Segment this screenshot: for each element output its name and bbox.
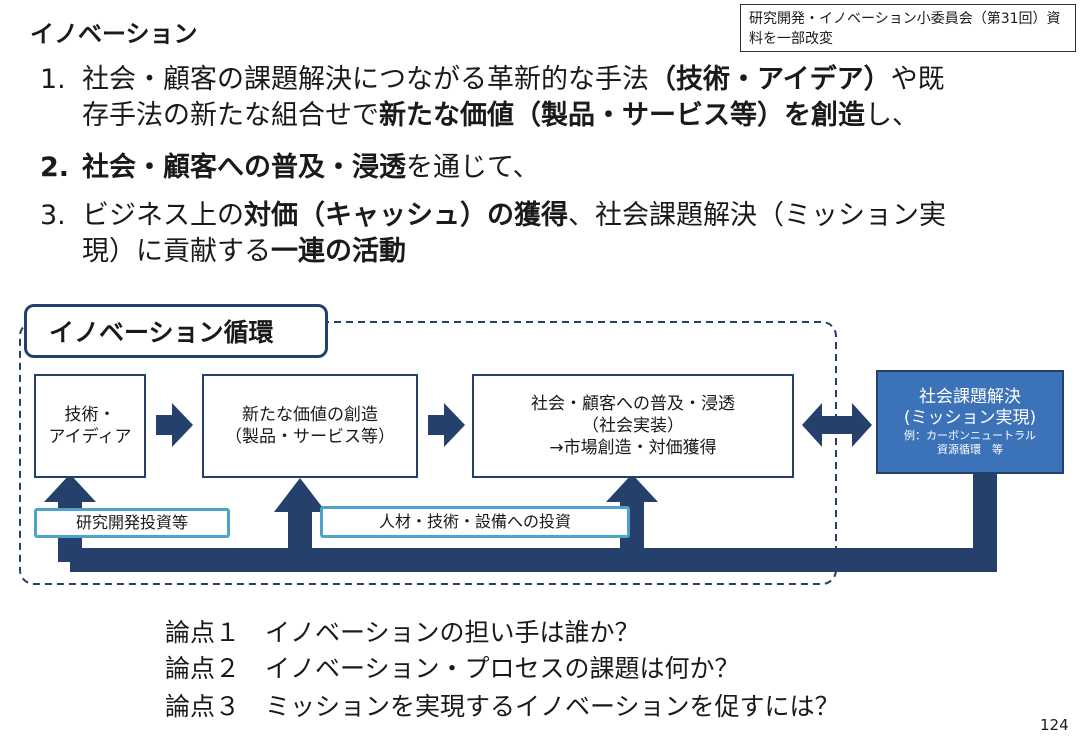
- arrow-up-value-icon: [274, 478, 326, 512]
- point-3-text-e: 一連の活動: [271, 236, 406, 267]
- rd-investment-label: 研究開発投資等: [34, 508, 230, 538]
- page-number: 124: [1040, 716, 1069, 734]
- box-technology-idea-line-2: アイディア: [48, 427, 132, 447]
- point-1-text-b: （技術・アイデア）: [649, 64, 891, 95]
- box-social-issue-solution: 社会課題解決 (ミッション実現) 例：カーボンニュートラル 資源循環 等: [876, 370, 1064, 474]
- point-2-number: 2.: [40, 152, 70, 183]
- arrow-up-tech-icon: [44, 474, 96, 502]
- box-value-creation: 新たな価値の創造 （製品・サービス等）: [202, 374, 418, 478]
- feedback-loop-band: [70, 470, 997, 572]
- feedback-stem-value: [288, 510, 312, 562]
- goal-example-line-2: 資源循環 等: [937, 443, 1003, 456]
- box-social-diffusion-line-2: （社会実装）: [582, 416, 684, 436]
- point-3: 3. ビジネス上の対価（キャッシュ）の獲得、社会課題解決（ミッション実 現）に貢献…: [40, 198, 1060, 270]
- innovation-cycle-label: イノベーション循環: [24, 304, 328, 358]
- box-value-creation-line-1: 新たな価値の創造: [242, 405, 378, 425]
- box-value-creation-line-2: （製品・サービス等）: [225, 427, 395, 447]
- page-title: イノベーション: [30, 20, 198, 48]
- point-3-number: 3.: [40, 200, 66, 231]
- point-1-text-c: や既: [890, 64, 945, 95]
- box-technology-idea-line-1: 技術・: [64, 405, 116, 425]
- point-1-text-e: 新たな価値（製品・サービス等）を創造: [379, 100, 865, 131]
- cycle-dashed-frame: [19, 321, 837, 585]
- point-3-text-a: ビジネス上の: [82, 200, 244, 231]
- issue-2: 論点２ イノベーション・プロセスの課題は何か？: [165, 654, 740, 683]
- point-2: 2. 社会・顧客への普及・浸透を通じて、: [40, 150, 1060, 186]
- goal-example-line-1: 例：カーボンニュートラル: [904, 429, 1036, 442]
- point-1-text-d: 存手法の新たな組合せで: [82, 100, 379, 131]
- source-note: 研究開発・イノベーション小委員会（第31回）資料を一部改変: [740, 4, 1076, 52]
- point-1: 1. 社会・顧客の課題解決につながる革新的な手法（技術・アイデア）や既 存手法の新…: [40, 62, 1060, 134]
- box-social-diffusion: 社会・顧客への普及・浸透 （社会実装） →市場創造・対価獲得: [472, 374, 794, 478]
- issue-3: 論点３ ミッションを実現するイノベーションを促すには？: [165, 692, 840, 721]
- point-2-text-a: 社会・顧客への普及・浸透: [82, 152, 406, 183]
- arrow-right-1-icon: [156, 403, 193, 447]
- box-social-diffusion-line-1: 社会・顧客への普及・浸透: [531, 394, 735, 414]
- point-1-text-a: 社会・顧客の課題解決につながる革新的な手法: [82, 64, 649, 95]
- arrow-right-2-icon: [428, 403, 465, 447]
- point-2-text-b: を通じて、: [406, 152, 540, 183]
- goal-line-2: (ミッション実現): [903, 408, 1037, 428]
- goal-line-1: 社会課題解決: [919, 387, 1021, 407]
- double-arrow-icon: [802, 403, 872, 447]
- point-1-number: 1.: [40, 64, 66, 95]
- box-social-diffusion-line-3: →市場創造・対価獲得: [549, 438, 717, 458]
- point-3-text-c: 、社会課題解決（ミッション実: [568, 200, 946, 231]
- point-1-text-f: し、: [865, 100, 919, 131]
- people-tech-equipment-investment-label: 人材・技術・設備への投資: [320, 506, 630, 538]
- box-technology-idea: 技術・ アイディア: [34, 374, 146, 478]
- issue-1: 論点１ イノベーションの担い手は誰か？: [165, 618, 640, 647]
- point-3-text-d: 現）に貢献する: [82, 236, 271, 267]
- point-3-text-b: 対価（キャッシュ）の獲得: [244, 200, 568, 231]
- arrow-up-diffusion-icon: [606, 474, 658, 502]
